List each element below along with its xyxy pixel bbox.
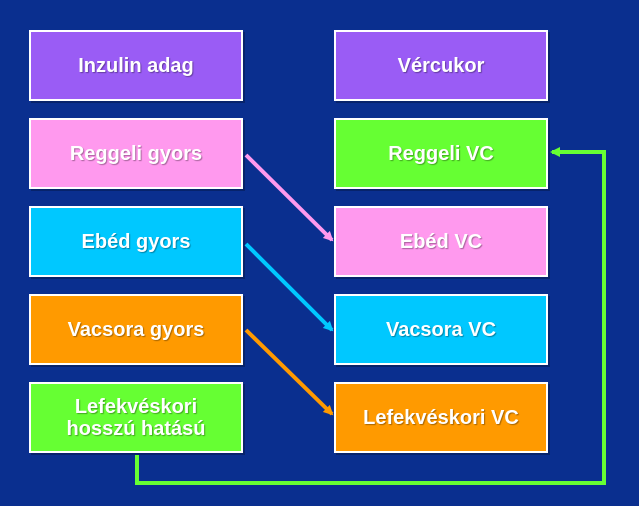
blood-glucose-header: Vércukor: [334, 30, 548, 101]
insulin-bedtime-long-label: Lefekvéskori hosszú hatású: [66, 395, 206, 440]
glucose-bedtime: Lefekvéskori VC: [334, 382, 548, 453]
glucose-morning-label: Reggeli VC: [388, 142, 494, 165]
insulin-dinner-rapid-label: Vacsora gyors: [67, 318, 205, 341]
glucose-lunch: Ebéd VC: [334, 206, 548, 277]
insulin-lunch-rapid: Ebéd gyors: [29, 206, 243, 277]
insulin-morning-rapid-label: Reggeli gyors: [69, 142, 203, 165]
blood-glucose-header-label: Vércukor: [397, 54, 485, 77]
arrow-bedtime-long-to-morning-glucose: [135, 147, 606, 485]
insulin-dinner-rapid: Vacsora gyors: [29, 294, 243, 365]
insulin-dose-header: Inzulin adag: [29, 30, 243, 101]
insulin-bedtime-long: Lefekvéskori hosszú hatású: [29, 382, 243, 453]
glucose-lunch-label: Ebéd VC: [399, 230, 483, 253]
glucose-dinner: Vacsora VC: [334, 294, 548, 365]
arrow-dinner-rapid-to-bedtime-glucose: [244, 328, 334, 416]
insulin-morning-rapid: Reggeli gyors: [29, 118, 243, 189]
insulin-dose-header-label: Inzulin adag: [78, 54, 194, 77]
insulin-lunch-rapid-label: Ebéd gyors: [81, 230, 191, 253]
glucose-bedtime-label: Lefekvéskori VC: [363, 406, 519, 429]
arrow-morning-rapid-to-lunch-glucose: [244, 153, 334, 242]
arrow-lunch-rapid-to-dinner-glucose: [244, 242, 334, 332]
glucose-dinner-label: Vacsora VC: [385, 318, 497, 341]
glucose-morning: Reggeli VC: [334, 118, 548, 189]
